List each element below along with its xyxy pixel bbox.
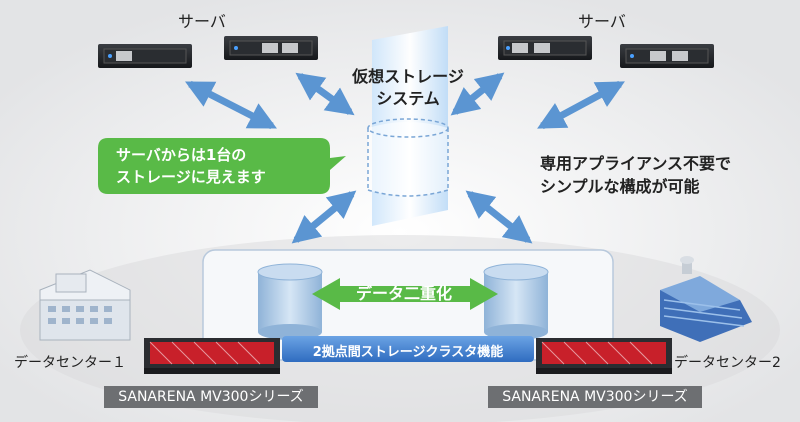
virtual-storage-label: 仮想ストレージ システム <box>340 66 476 110</box>
storage-cylinder-right <box>483 263 549 340</box>
storage-chassis-left <box>144 338 280 374</box>
cluster-band <box>282 336 534 362</box>
server-left-2 <box>224 36 318 60</box>
virtual-storage-line2: システム <box>376 89 440 108</box>
duplication-arrow <box>312 278 498 310</box>
storage-arrows <box>291 190 533 244</box>
server-right-1 <box>498 36 592 60</box>
storage-cylinder-left <box>257 263 323 340</box>
cluster-label: 2拠点間ストレージクラスタ機能 <box>312 345 504 360</box>
duplication-label: データ二重化 <box>355 284 452 303</box>
server-arrows <box>185 72 625 130</box>
datacenter-label-left: データセンター１ <box>14 355 126 371</box>
virtual-storage-icon <box>367 26 449 226</box>
callout-line2: ストレージに見えます <box>116 168 266 186</box>
callout-bubble <box>98 138 346 194</box>
storage-chassis-right <box>536 338 672 374</box>
product-label-left: SANARENA MV300シリーズ <box>104 386 318 408</box>
server-label-right: サーバ <box>578 12 626 31</box>
note-line2: シンプルな構成が可能 <box>540 177 700 196</box>
server-label-left: サーバ <box>178 12 226 31</box>
server-left-1 <box>98 44 192 68</box>
virtual-storage-line1: 仮想ストレージ <box>352 67 464 86</box>
product-label-right: SANARENA MV300シリーズ <box>488 386 702 408</box>
datacenter-building-icon <box>39 269 131 341</box>
callout-text: サーバからは1台の ストレージに見えます <box>116 144 266 188</box>
datacenter-building-icon <box>660 256 752 342</box>
callout-line1: サーバからは1台の <box>116 146 247 164</box>
datacenter-label-right: データセンター2 <box>674 355 781 371</box>
note-line1: 専用アプライアンス不要で <box>540 154 732 173</box>
server-right-2 <box>620 44 714 68</box>
note-text: 専用アプライアンス不要で シンプルな構成が可能 <box>540 152 731 198</box>
